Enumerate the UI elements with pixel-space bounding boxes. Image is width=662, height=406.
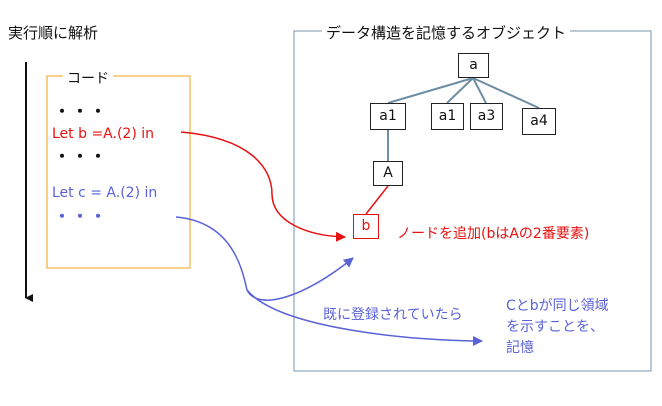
node-a: a <box>458 53 489 78</box>
code-ellipsis-2: ・・・ <box>54 147 109 166</box>
tree-edges <box>387 77 540 161</box>
blue-arrow-to-note <box>246 289 483 346</box>
code-ellipsis-1: ・・・ <box>54 102 109 121</box>
code-line-let-c: Let c = A.(2) in <box>52 185 158 201</box>
code-box-title: コード <box>63 68 113 88</box>
same-region-note: Cとbが同じ領域を示すことを、記憶 <box>506 298 609 356</box>
node-a4: a4 <box>522 108 556 135</box>
node-a1-mid: a1 <box>431 103 464 130</box>
node-a1-left: a1 <box>370 103 406 130</box>
code-frame <box>46 75 191 269</box>
red-arrow <box>180 131 346 242</box>
blue-arrow-to-b <box>175 216 354 301</box>
add-node-note: ノードを追加(bはAの2番要素) <box>397 226 590 242</box>
node-a3: a3 <box>470 103 503 130</box>
execution-order-label: 実行順に解析 <box>8 24 99 42</box>
node-b: b <box>353 214 379 239</box>
already-registered-note: 既に登録されていたら <box>323 307 463 323</box>
edge-A-b <box>365 185 389 215</box>
code-line-let-b: Let b =A.(2) in <box>52 126 154 142</box>
object-box-title: データ構造を記憶するオブジェクト <box>322 22 571 43</box>
code-ellipsis-3: ・・・ <box>54 207 109 226</box>
node-A: A <box>373 161 403 186</box>
